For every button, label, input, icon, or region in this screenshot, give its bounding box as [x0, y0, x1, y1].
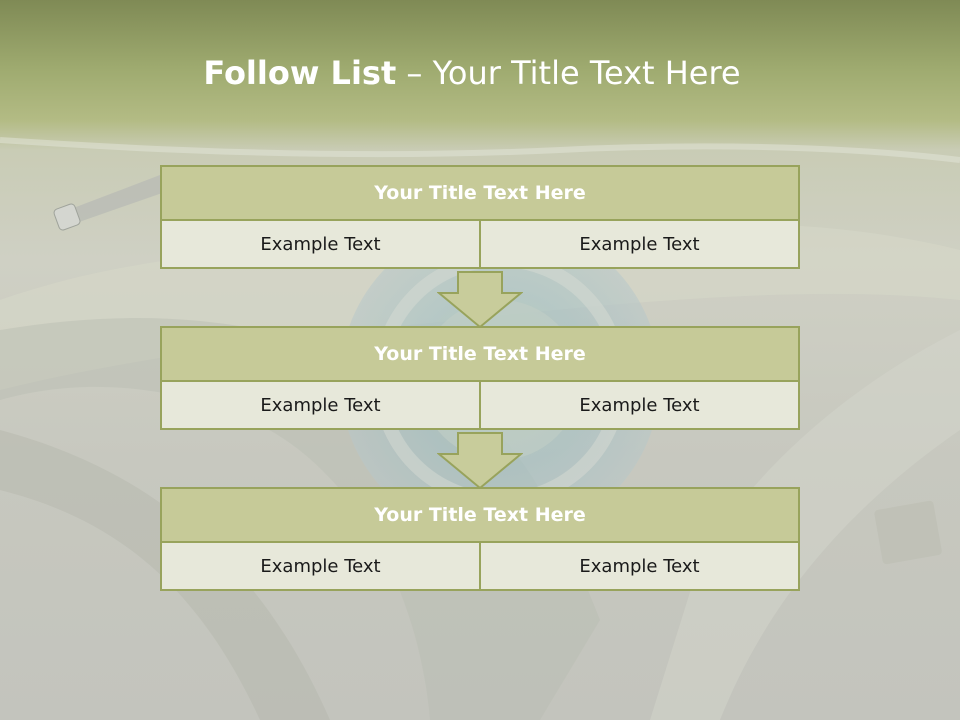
list-block-2: Your Title Text Here Example Text Exampl…	[160, 326, 800, 430]
down-arrow-icon	[437, 271, 523, 329]
block-heading: Your Title Text Here	[160, 165, 800, 221]
list-block-3: Your Title Text Here Example Text Exampl…	[160, 487, 800, 591]
slide-title: Follow List – Your Title Text Here	[0, 54, 944, 92]
block-cell-left: Example Text	[160, 541, 481, 591]
block-heading: Your Title Text Here	[160, 326, 800, 382]
block-row: Example Text Example Text	[160, 541, 800, 591]
block-cell-left: Example Text	[160, 380, 481, 430]
list-block-1: Your Title Text Here Example Text Exampl…	[160, 165, 800, 269]
down-arrow-icon	[437, 432, 523, 490]
block-cell-right: Example Text	[479, 380, 800, 430]
block-cell-right: Example Text	[479, 219, 800, 269]
block-cell-left: Example Text	[160, 219, 481, 269]
block-row: Example Text Example Text	[160, 380, 800, 430]
block-row: Example Text Example Text	[160, 219, 800, 269]
block-heading: Your Title Text Here	[160, 487, 800, 543]
slide-title-rest: – Your Title Text Here	[396, 54, 741, 92]
slide-title-bold: Follow List	[203, 54, 397, 92]
block-cell-right: Example Text	[479, 541, 800, 591]
